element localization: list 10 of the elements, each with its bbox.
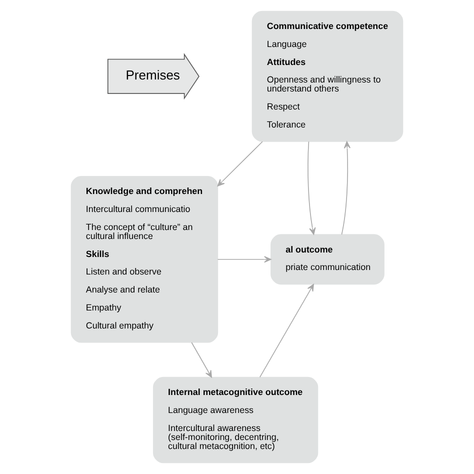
arrow [217,256,272,263]
arrow [217,141,263,186]
node-box: al outcome priate communication [270,234,384,285]
arrow [341,141,351,235]
node-box: Knowledge and comprehen Intercultural communicatio The concept of “culture” an cultural influence Skills Listen and observe Analyse and relate Empathy Cultural empathy [70,176,218,343]
arrow [308,141,316,235]
arrow [191,342,212,378]
arrow [259,284,314,378]
node-box: Internal metacognitive outcome Language awareness Intercultural awareness (self-monitoring, decentring, cultural metacognition, etc) [153,376,318,464]
node-box: Communicative competence Language Attitudes Openness and willingness to understand others Respect Tolerance [252,10,404,142]
